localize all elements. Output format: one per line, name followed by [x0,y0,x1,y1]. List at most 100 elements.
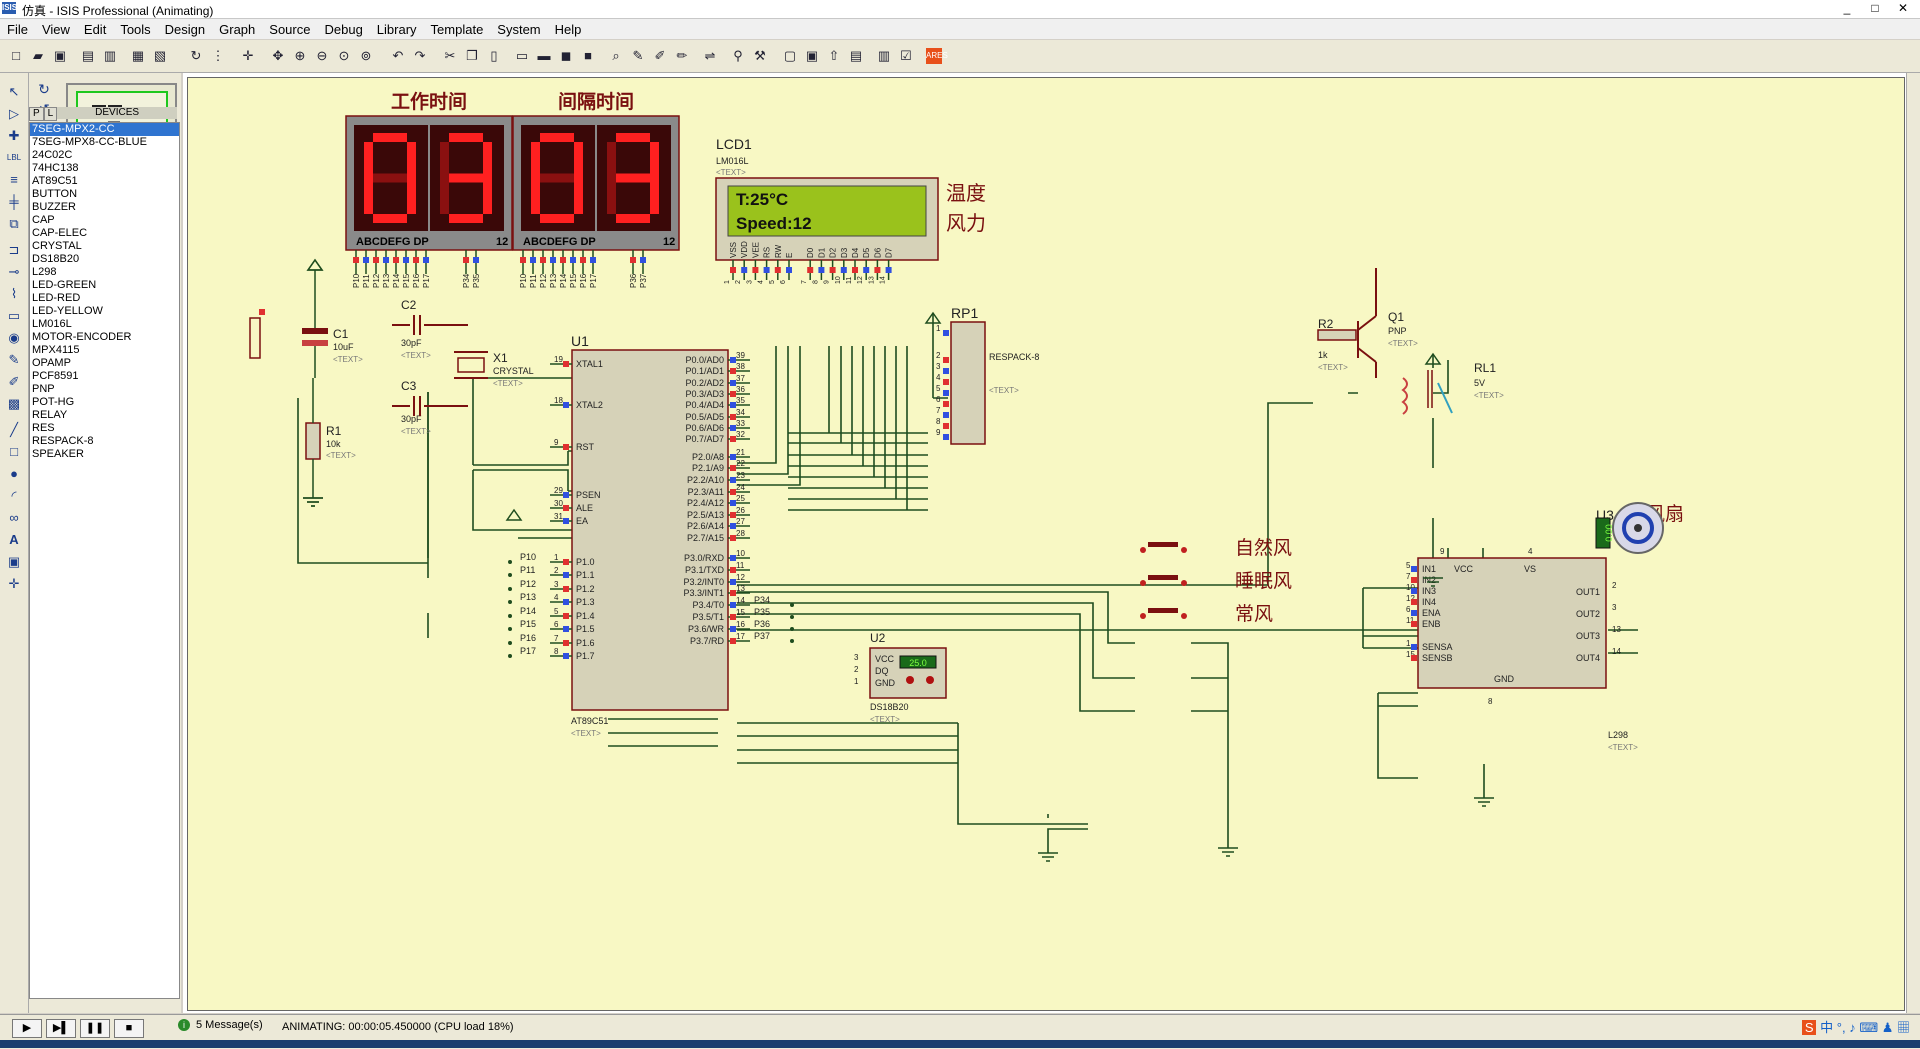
device-list-item[interactable]: 74HC138 [32,162,79,174]
device-list-item[interactable]: CAP-ELEC [32,227,88,239]
new-file-icon[interactable]: □ [12,48,20,63]
pause-button[interactable]: ❚❚ [80,1019,110,1038]
cut-icon[interactable]: ✂ [444,48,456,63]
undo-icon[interactable]: ↶ [392,48,404,63]
symbol-mode-icon[interactable]: ▣ [7,554,21,569]
open-folder-icon[interactable]: ▰ [33,48,43,63]
path-mode-icon[interactable]: ∞ [9,510,19,525]
menu-debug[interactable]: Debug [324,22,363,37]
terminals-mode-icon[interactable]: ⊐ [8,242,20,257]
zoom-out-icon[interactable]: ⊖ [316,48,328,63]
menu-edit[interactable]: Edit [83,22,107,37]
menu-tools[interactable]: Tools [120,22,151,37]
ares-icon[interactable]: ARES [926,48,948,64]
arc-mode-icon[interactable]: ◜ [11,488,17,503]
step-button[interactable]: ▶▌ [46,1019,76,1038]
origin-icon[interactable]: ✛ [242,48,254,63]
menu-graph[interactable]: Graph [219,22,256,37]
redo-icon[interactable]: ↷ [414,48,426,63]
input-method-icon[interactable]: S [1801,1020,1817,1035]
refresh-icon[interactable]: ↻ [190,48,202,63]
maximize-button[interactable]: □ [1871,1,1879,15]
menu-library[interactable]: Library [376,22,417,37]
pick-device-icon[interactable]: ⌕ [612,48,620,63]
device-list-item[interactable]: RES [32,422,55,434]
device-list-item[interactable]: BUTTON [32,188,78,200]
device-list-item[interactable]: LED-RED [32,292,81,304]
device-list-item[interactable]: 7SEG-MPX2-CC [30,123,179,136]
print-area-icon[interactable]: ▧ [153,48,167,63]
graph-mode-icon[interactable]: ⌇ [10,286,18,301]
circle-mode-icon[interactable]: ● [10,466,18,481]
device-list-item[interactable]: 24C02C [32,149,73,161]
device-list-item[interactable]: LM016L [32,318,72,330]
voltage-probe-icon[interactable]: ✎ [8,352,20,367]
buses-mode-icon[interactable]: ╪ [9,194,19,209]
device-list-item[interactable]: RELAY [32,409,68,421]
wire-label-mode-icon[interactable]: LBL [6,153,22,162]
remove-sheet-icon[interactable]: ▣ [805,48,819,63]
tools-icon[interactable]: ▦ [1896,1020,1910,1035]
device-list-item[interactable]: POT-HG [32,396,75,408]
device-list-item[interactable]: MOTOR-ENCODER [32,331,132,343]
device-list-item[interactable]: CRYSTAL [32,240,82,252]
device-list-item[interactable]: L298 [32,266,57,278]
menu-template[interactable]: Template [430,22,484,37]
zoom-area-icon[interactable]: ⊚ [360,48,372,63]
close-button[interactable]: ✕ [1897,1,1909,15]
library-manager-button[interactable]: L [43,107,58,121]
mic-icon[interactable]: ♪ [1849,1020,1856,1035]
device-list-item[interactable]: LED-GREEN [32,279,97,291]
device-list-item[interactable]: PCF8591 [32,370,79,382]
generator-mode-icon[interactable]: ◉ [8,330,20,345]
save-icon[interactable]: ▣ [53,48,67,63]
device-list-item[interactable]: RESPACK-8 [32,435,94,447]
wire-autoroute-icon[interactable]: ⇌ [704,48,716,63]
chinese-ime-icon[interactable]: 中 [1820,1020,1834,1035]
bill-of-materials-icon[interactable]: ▤ [849,48,863,63]
play-button[interactable]: ▶ [12,1019,42,1038]
electrical-check-icon[interactable]: ☑ [900,48,912,63]
component-mode-icon[interactable]: ▷ [9,106,19,121]
text-script-mode-icon[interactable]: ≡ [10,172,18,187]
virtual-instruments-icon[interactable]: ▩ [7,396,21,411]
copy-icon[interactable]: ❐ [466,48,478,63]
pick-devices-button[interactable]: P [29,107,44,121]
device-list-item[interactable]: 7SEG-MPX8-CC-BLUE [32,136,147,148]
new-sheet-icon[interactable]: ▢ [783,48,797,63]
text-mode-icon[interactable]: A [9,532,19,547]
device-list-item[interactable]: AT89C51 [32,175,78,187]
packaging-icon[interactable]: ✐ [654,48,666,63]
export-icon[interactable]: ▥ [103,48,117,63]
device-pins-mode-icon[interactable]: ⊸ [8,264,20,279]
device-list-item[interactable]: DS18B20 [32,253,80,265]
menu-help[interactable]: Help [554,22,582,37]
selection-mode-icon[interactable]: ↖ [8,84,20,99]
current-probe-icon[interactable]: ✐ [8,374,20,389]
device-list-item[interactable]: BUZZER [32,201,76,213]
line-mode-icon[interactable]: ╱ [10,422,18,437]
device-list-item[interactable]: SPEAKER [32,448,84,460]
property-tool-icon[interactable]: ⚒ [754,48,766,63]
punctuation-icon[interactable]: °, [1836,1020,1846,1035]
search-icon[interactable]: ⚲ [733,48,743,63]
tape-recorder-icon[interactable]: ▭ [7,308,21,323]
block-rotate-icon[interactable]: ◼ [560,48,572,63]
exit-parent-icon[interactable]: ⇧ [828,48,840,63]
marker-mode-icon[interactable]: ✛ [8,576,20,591]
subcircuit-mode-icon[interactable]: ⧉ [9,216,19,231]
minimize-button[interactable]: _ [1843,1,1851,15]
zoom-in-icon[interactable]: ⊕ [294,48,306,63]
device-list-item[interactable]: LED-YELLOW [32,305,103,317]
make-device-icon[interactable]: ✎ [632,48,644,63]
menu-source[interactable]: Source [269,22,311,37]
menu-design[interactable]: Design [164,22,206,37]
decompose-icon[interactable]: ✏ [676,48,688,63]
box-mode-icon[interactable]: □ [10,444,18,459]
junction-mode-icon[interactable]: ✚ [8,128,20,143]
skin-icon[interactable]: ♟ [1881,1020,1894,1035]
grid-icon[interactable]: ⋮ [211,48,225,63]
stop-button[interactable]: ■ [114,1019,144,1038]
